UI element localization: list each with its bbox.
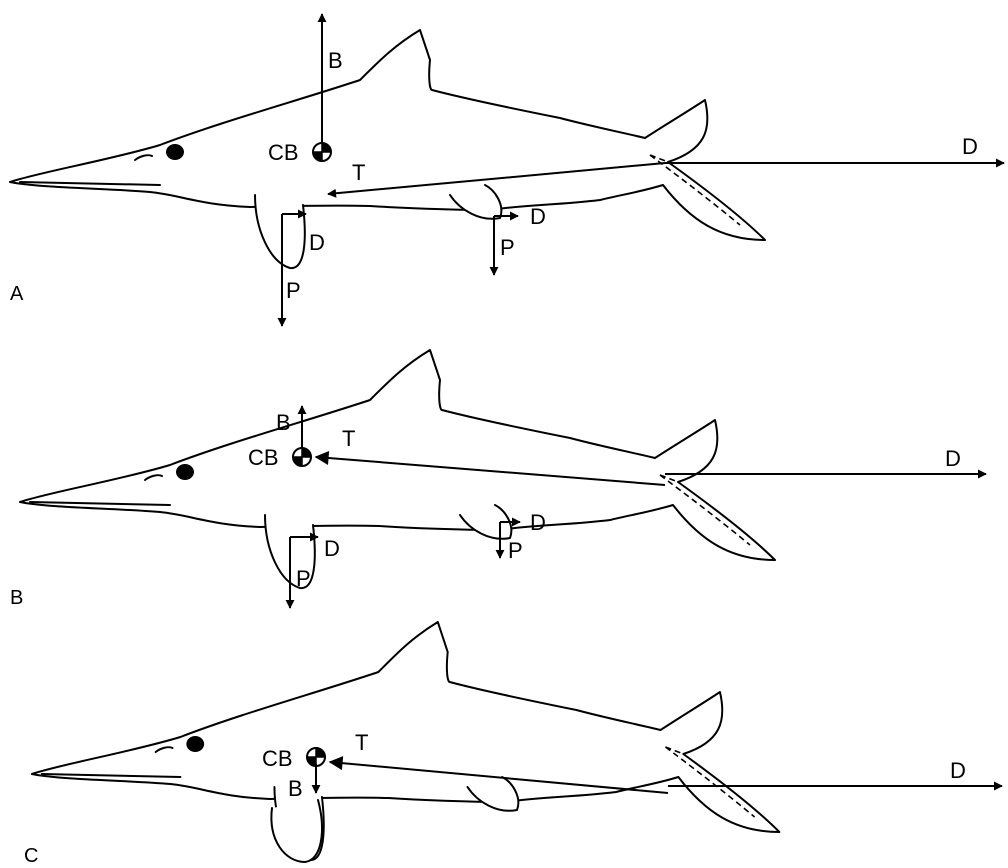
panel-label-c: C: [24, 845, 38, 867]
lift-back-label-a: P: [500, 235, 515, 260]
thrust-label-b: T: [342, 426, 355, 451]
ichthyosaur-outline-c: [30, 621, 781, 862]
thrust-label-a: T: [352, 160, 365, 185]
buoyancy-label-a: B: [328, 48, 343, 73]
center-label-b: CB: [248, 445, 279, 470]
thrust-arrow-c: [328, 756, 669, 794]
center-label-a: CB: [268, 140, 299, 165]
thrust-arrow-b: [314, 451, 666, 486]
lift-front-label-a: P: [286, 278, 301, 303]
panel-a: B CB T D D P D P A: [9, 13, 1005, 327]
center-of-buoyancy-icon-a: [312, 142, 332, 162]
drag-front-label-b: D: [324, 536, 340, 561]
buoyancy-label-b: B: [276, 410, 291, 435]
center-label-c: CB: [262, 746, 293, 771]
panel-label-b: B: [10, 587, 23, 609]
panel-label-a: A: [10, 283, 24, 305]
ichthyosaur-outline-a: [9, 29, 766, 270]
drag-tail-label-b: D: [945, 446, 961, 471]
drag-back-label-a: D: [530, 204, 546, 229]
thrust-arrow-a: [327, 162, 666, 198]
ichthyosaur-outline-b: [19, 349, 776, 590]
lift-back-label-b: P: [508, 538, 523, 563]
drag-back-label-b: D: [530, 510, 546, 535]
center-of-buoyancy-icon-b: [292, 447, 312, 467]
panel-c: CB B T D C: [24, 621, 1003, 867]
center-of-buoyancy-icon-c: [306, 747, 326, 767]
buoyancy-label-c: B: [288, 776, 303, 801]
drag-front-label-a: D: [309, 230, 325, 255]
drag-tail-label-c: D: [950, 758, 966, 783]
front-flipper-c: [270, 799, 323, 863]
thrust-label-c: T: [355, 730, 368, 755]
panel-b: B CB T D D P D P B: [10, 349, 987, 609]
lift-front-label-b: P: [296, 566, 311, 591]
drag-tail-label-a: D: [962, 134, 978, 159]
